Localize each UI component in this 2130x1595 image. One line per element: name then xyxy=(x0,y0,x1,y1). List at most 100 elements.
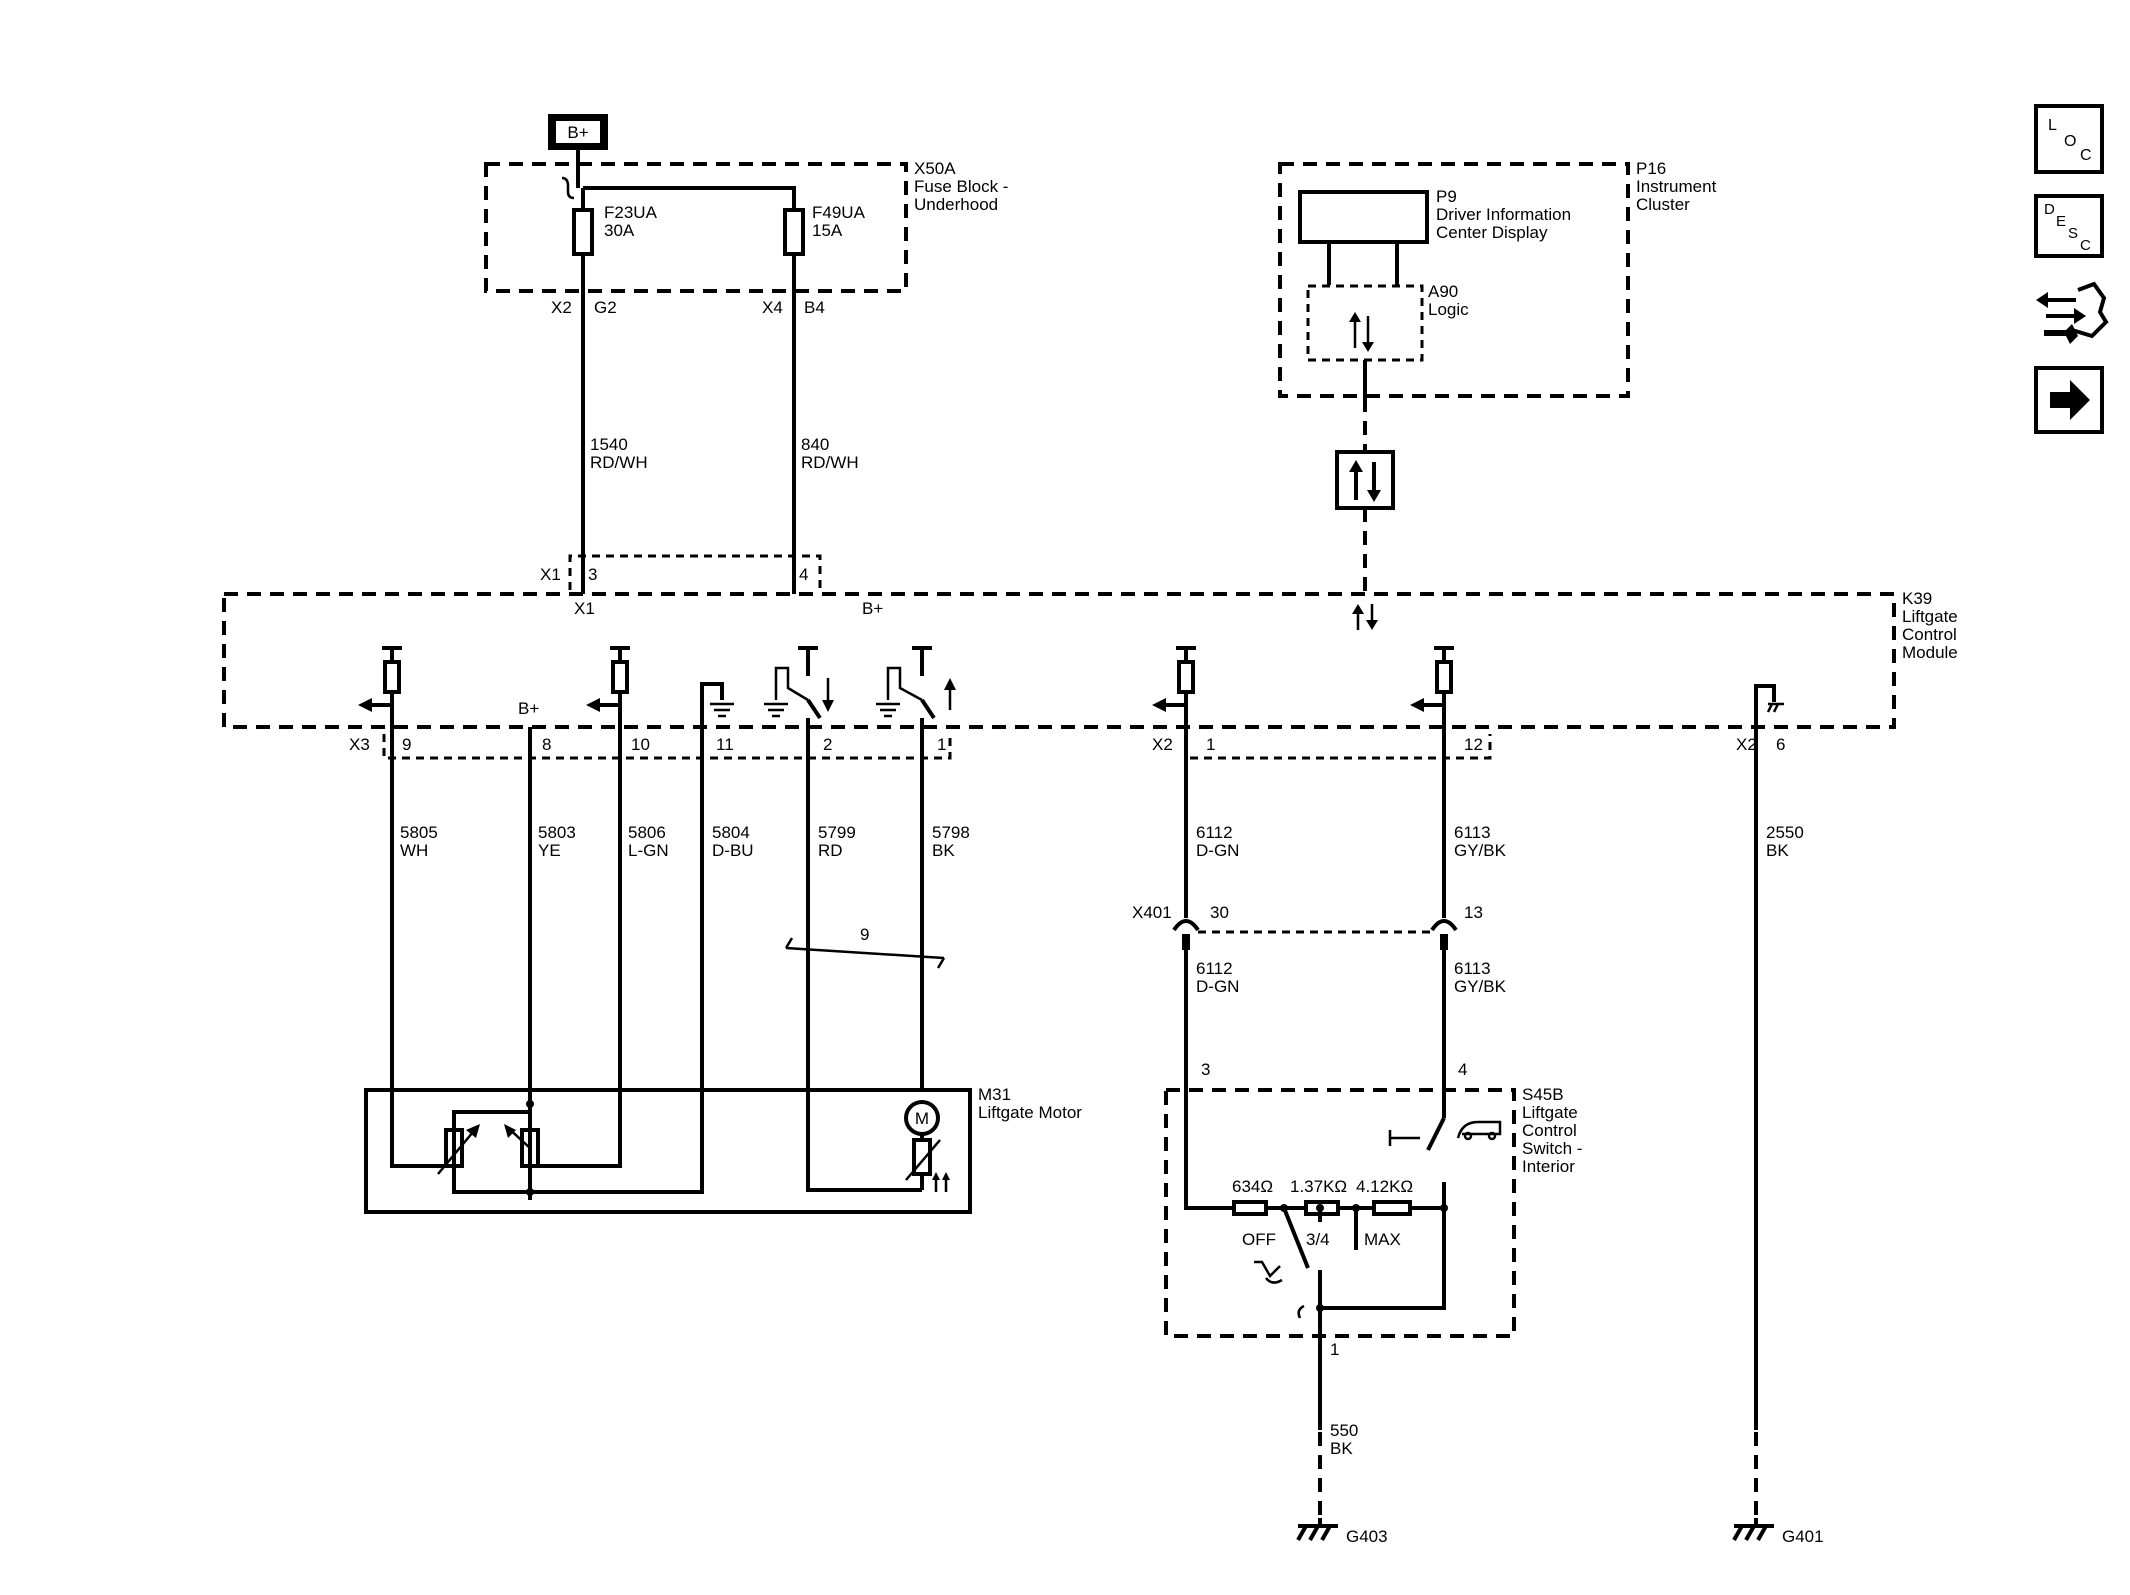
wire-5806 xyxy=(536,705,622,1168)
arrow-right-icon xyxy=(2050,380,2090,420)
instrument-cluster-name-1: Instrument xyxy=(1636,177,1717,196)
loc-button[interactable]: L O C xyxy=(2034,104,2104,174)
display-name-2: Center Display xyxy=(1436,223,1548,242)
wire-6112-lower-circuit: 6112 xyxy=(1196,959,1233,978)
x1-pin-3: 3 xyxy=(588,565,597,584)
fuse-f23ua-name: F23UA xyxy=(604,203,658,222)
instrument-cluster-outline xyxy=(1278,162,1630,398)
logic-outline xyxy=(1306,284,1424,362)
x3-pin-8: 8 xyxy=(542,735,551,754)
svg-text:C: C xyxy=(2080,237,2091,254)
fuse-pin-conn-x4: X4 xyxy=(762,298,783,317)
x3-pin-2: 2 xyxy=(823,735,832,754)
connector-swap-icon xyxy=(2036,281,2109,344)
wire-1540-circuit: 1540 xyxy=(590,435,628,454)
ground-g403-label: G403 xyxy=(1346,1527,1388,1546)
pullup-resistor-x2-pin-1 xyxy=(1152,646,1196,712)
resistor-634: 634Ω xyxy=(1232,1177,1273,1196)
liftgate-switch-outline xyxy=(1164,1088,1516,1338)
relay-switch-pin-2 xyxy=(764,646,834,720)
wire-2550-color: BK xyxy=(1766,841,1789,860)
svg-text:L: L xyxy=(2048,117,2057,134)
module-name-2: Control xyxy=(1902,625,1957,644)
x2-pin-6: 6 xyxy=(1776,735,1785,754)
fuse-block-name-2: Underhood xyxy=(914,195,998,214)
switch-ref: S45B xyxy=(1522,1085,1564,1104)
liftgate-control-module-outline xyxy=(222,592,1896,729)
wire-5798-circuit: 5798 xyxy=(932,823,970,842)
ground-g401-label: G401 xyxy=(1782,1527,1824,1546)
fuse-f49ua-symbol xyxy=(783,208,805,256)
fuse-pin-conn-x2: X2 xyxy=(551,298,572,317)
wire-5799-circuit: 5799 xyxy=(818,823,856,842)
x2-conn-label: X2 xyxy=(1152,735,1173,754)
wire-5805-circuit: 5805 xyxy=(400,823,438,842)
ground-g403-icon xyxy=(1296,1518,1338,1541)
x1-conn-label: X1 xyxy=(540,565,561,584)
x401-pin-13: 13 xyxy=(1464,903,1483,922)
wire-6112-upper-circuit: 6112 xyxy=(1196,823,1233,842)
twisted-wire-marker: 9 xyxy=(784,925,946,969)
x2-pin-1: 1 xyxy=(1206,735,1215,754)
module-ref: K39 xyxy=(1902,589,1932,608)
switch-pin-3: 3 xyxy=(1201,1060,1210,1079)
wire-840-circuit: 840 xyxy=(801,435,829,454)
bplus-label-pin-8: B+ xyxy=(518,699,539,718)
switch-name-2: Control xyxy=(1522,1121,1577,1140)
module-serial-data-icon xyxy=(1352,604,1378,630)
wire-840-color: RD/WH xyxy=(801,453,859,472)
switch-pin-1: 1 xyxy=(1330,1340,1339,1359)
x3-pin-9: 9 xyxy=(402,735,411,754)
x3-pin-10: 10 xyxy=(631,735,650,754)
wire-6112-lower-color: D-GN xyxy=(1196,977,1239,996)
resistor-4-12k: 4.12KΩ xyxy=(1356,1177,1413,1196)
switch-name-3: Switch - xyxy=(1522,1139,1582,1158)
position-off: OFF xyxy=(1242,1230,1276,1249)
fuse-pin-b4: B4 xyxy=(804,298,825,317)
instrument-cluster-ref: P16 xyxy=(1636,159,1666,178)
display-symbol xyxy=(1298,190,1429,244)
motor-name: Liftgate Motor xyxy=(978,1103,1082,1122)
x401-pin-30: 30 xyxy=(1210,903,1229,922)
wire-5803-circuit: 5803 xyxy=(538,823,576,842)
wire-6113-upper-circuit: 6113 xyxy=(1454,823,1491,842)
switch-name-1: Liftgate xyxy=(1522,1103,1578,1122)
wire-5803-color: YE xyxy=(538,841,561,860)
x3-pin-11: 11 xyxy=(716,735,734,754)
x3-conn-label: X3 xyxy=(349,735,370,754)
display-ref: P9 xyxy=(1436,187,1457,206)
wire-5805 xyxy=(390,705,456,1168)
x401-label: X401 xyxy=(1132,903,1172,922)
resistor-1-37k: 1.37KΩ xyxy=(1290,1177,1347,1196)
fuse-f23ua-symbol xyxy=(572,208,594,256)
fuse-block-outline xyxy=(484,162,908,293)
wire-5804-circuit: 5804 xyxy=(712,823,750,842)
switch-name-4: Interior xyxy=(1522,1157,1575,1176)
next-page-button[interactable] xyxy=(2034,366,2104,434)
module-x1-label: X1 xyxy=(574,599,595,618)
wire-5799-color: RD xyxy=(818,841,843,860)
x1-pin-4: 4 xyxy=(799,565,808,584)
desc-icon: D E S C xyxy=(2044,201,2091,254)
svg-text:D: D xyxy=(2044,201,2055,218)
wire-5805-color: WH xyxy=(400,841,428,860)
svg-text:O: O xyxy=(2064,133,2076,150)
motor-symbol-letter: M xyxy=(915,1109,929,1128)
svg-text:C: C xyxy=(2080,147,2092,164)
desc-button[interactable]: D E S C xyxy=(2034,194,2104,258)
motor-ref: M31 xyxy=(978,1085,1011,1104)
motor-symbol: M xyxy=(904,1100,950,1192)
x2-gnd-conn-label: X2 xyxy=(1736,735,1757,754)
bplus-feed-pin-8: B+ xyxy=(518,699,539,718)
fuse-f49ua-name: F49UA xyxy=(812,203,866,222)
position-sensor-potentiometers xyxy=(437,1100,704,1200)
switch-internal-circuit xyxy=(1184,1084,1502,1319)
pullup-resistor-x2-pin-12 xyxy=(1410,646,1454,712)
module-bplus-label: B+ xyxy=(862,599,883,618)
fuse-f49ua-rating: 15A xyxy=(812,221,843,240)
logic-name: Logic xyxy=(1428,300,1469,319)
twisted-count: 9 xyxy=(860,925,869,944)
position-max: MAX xyxy=(1364,1230,1401,1249)
connector-swap-button[interactable] xyxy=(2036,281,2109,344)
instrument-cluster-name-2: Cluster xyxy=(1636,195,1690,214)
